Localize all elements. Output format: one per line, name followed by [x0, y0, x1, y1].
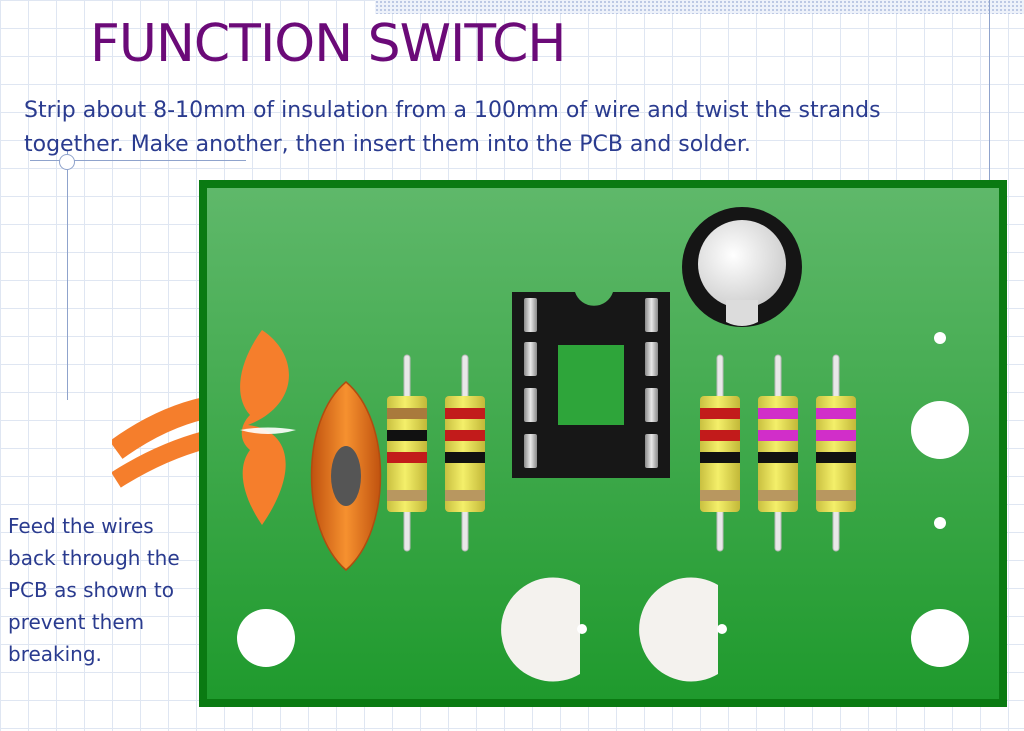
socket-pin — [645, 434, 658, 468]
ic-socket — [512, 292, 670, 478]
side-note-text: Feed the wires back through the PCB as s… — [8, 514, 180, 666]
socket-pin — [645, 298, 658, 332]
socket-pin — [524, 298, 537, 332]
socket-pin — [645, 342, 658, 376]
wire-bundle — [112, 397, 208, 488]
socket-pin — [524, 342, 537, 376]
wire-loop — [240, 330, 296, 525]
header-band — [375, 0, 1024, 14]
instruction-text: Strip about 8-10mm of insulation from a … — [24, 98, 881, 157]
decorative-horizontal-line — [30, 160, 246, 161]
decorative-ring — [59, 154, 75, 170]
pcb-holes — [237, 332, 969, 667]
resistor — [700, 354, 740, 552]
resistor — [758, 354, 798, 552]
potentiometer — [682, 207, 802, 327]
decorative-vertical-line-left — [67, 150, 68, 400]
resistor — [816, 354, 856, 552]
slide-title: FUNCTION SWITCH — [90, 14, 567, 74]
resistor — [387, 354, 427, 552]
decorative-vertical-line — [989, 0, 990, 180]
socket-pin — [524, 388, 537, 422]
socket-pin — [645, 388, 658, 422]
disk-component — [310, 381, 382, 571]
resistor-group — [387, 354, 856, 552]
switch-pads — [501, 577, 727, 682]
resistor — [445, 354, 485, 552]
pcb-illustration — [112, 180, 1007, 707]
socket-pin — [524, 434, 537, 468]
